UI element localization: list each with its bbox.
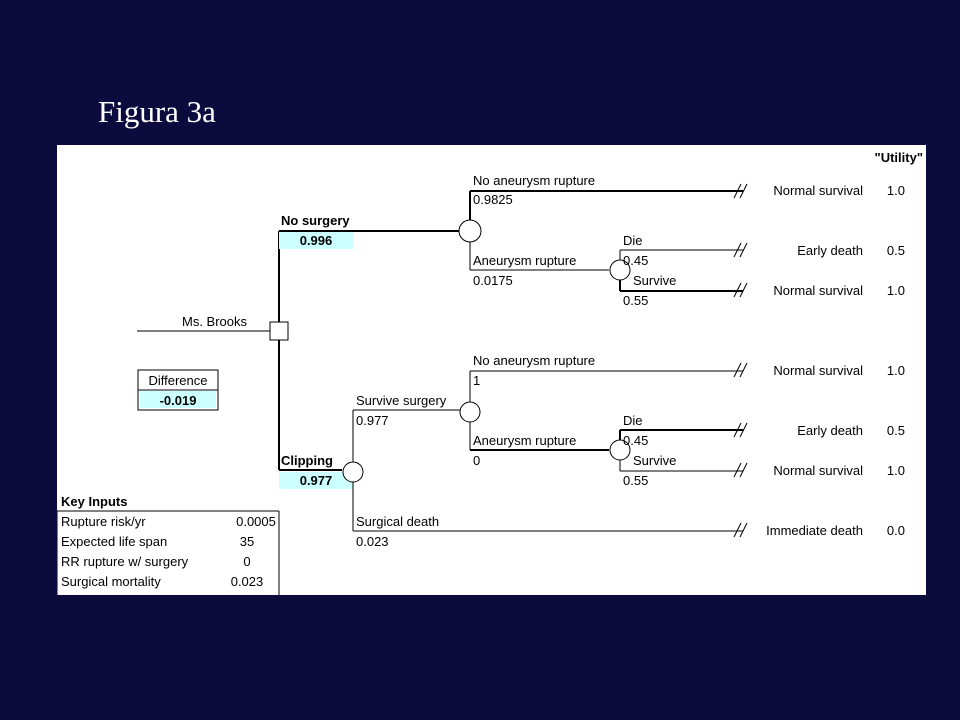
terminal-mark (733, 282, 748, 298)
key-inputs-title: Key Inputs (61, 494, 127, 509)
terminal-mark (733, 462, 748, 478)
key-input-value: 0 (243, 554, 250, 569)
ns-no-rupture-label: No aneurysm rupture (473, 173, 595, 188)
ns-die-prob: 0.45 (623, 253, 648, 268)
cs-rupture-label: Aneurysm rupture (473, 433, 576, 448)
terminal-mark (733, 522, 748, 538)
ns-survive-outcome: Normal survival (773, 283, 863, 298)
decision-node[interactable] (269, 321, 289, 341)
terminal-mark (733, 183, 748, 199)
cs-no-rupture-prob: 1 (473, 373, 480, 388)
terminal-mark (733, 422, 748, 438)
ns-rupture-label: Aneurysm rupture (473, 253, 576, 268)
slide-title: Figura 3a (98, 94, 216, 129)
chance-node-clipping[interactable] (342, 461, 364, 483)
root-label: Ms. Brooks (182, 314, 248, 329)
chance-node-no-surgery[interactable] (458, 219, 482, 243)
cs-survive-prob: 0.55 (623, 473, 648, 488)
ns-no-rupture-prob: 0.9825 (473, 192, 513, 207)
cs-survive-label: Survive (633, 453, 676, 468)
cs-die-prob: 0.45 (623, 433, 648, 448)
cs-no-rupture-label: No aneurysm rupture (473, 353, 595, 368)
key-input-value: 35 (240, 534, 254, 549)
ns-die-outcome: Early death (797, 243, 863, 258)
survive-surgery-prob: 0.977 (356, 413, 389, 428)
ns-survive-utility: 1.0 (887, 283, 905, 298)
cs-survive-utility: 1.0 (887, 463, 905, 478)
ns-survive-prob: 0.55 (623, 293, 648, 308)
cs-die-label: Die (623, 413, 643, 428)
key-input-value: 0.0005 (236, 514, 276, 529)
key-input-label: Rupture risk/yr (61, 514, 146, 529)
terminal-mark (733, 362, 748, 378)
ns-no-rupture-outcome: Normal survival (773, 183, 863, 198)
key-input-value: 0.023 (231, 574, 264, 589)
survive-surgery-label: Survive surgery (356, 393, 447, 408)
cs-rupture-prob: 0 (473, 453, 480, 468)
surgical-death-outcome: Immediate death (766, 523, 863, 538)
chance-node-survive-surgery[interactable] (459, 401, 481, 423)
cs-die-utility: 0.5 (887, 423, 905, 438)
key-input-label: Surgical mortality (61, 574, 161, 589)
ns-die-utility: 0.5 (887, 243, 905, 258)
surgical-death-utility: 0.0 (887, 523, 905, 538)
clipping-value: 0.977 (300, 473, 333, 488)
no-surgery-label: No surgery (281, 213, 350, 228)
clipping-value-bg (279, 472, 353, 489)
surgical-death-label: Surgical death (356, 514, 439, 529)
difference-label: Difference (148, 373, 207, 388)
decision-tree-panel: Ms. Brooks Difference -0.019 No surgery … (57, 145, 926, 595)
ns-no-rupture-utility: 1.0 (887, 183, 905, 198)
difference-value-bg (140, 391, 216, 408)
no-surgery-value-bg (279, 232, 353, 249)
difference-value: -0.019 (160, 393, 197, 408)
utility-header: "Utility" (875, 150, 923, 165)
key-input-label: RR rupture w/ surgery (61, 554, 189, 569)
surgical-death-prob: 0.023 (356, 534, 389, 549)
clipping-label: Clipping (281, 453, 333, 468)
ns-die-label: Die (623, 233, 643, 248)
key-input-label: Expected life span (61, 534, 167, 549)
no-surgery-value: 0.996 (300, 233, 333, 248)
cs-no-rupture-utility: 1.0 (887, 363, 905, 378)
ns-survive-label: Survive (633, 273, 676, 288)
ns-rupture-prob: 0.0175 (473, 273, 513, 288)
decision-tree-diagram: Ms. Brooks Difference -0.019 No surgery … (57, 150, 923, 595)
cs-survive-outcome: Normal survival (773, 463, 863, 478)
terminal-mark (733, 242, 748, 258)
cs-no-rupture-outcome: Normal survival (773, 363, 863, 378)
cs-die-outcome: Early death (797, 423, 863, 438)
